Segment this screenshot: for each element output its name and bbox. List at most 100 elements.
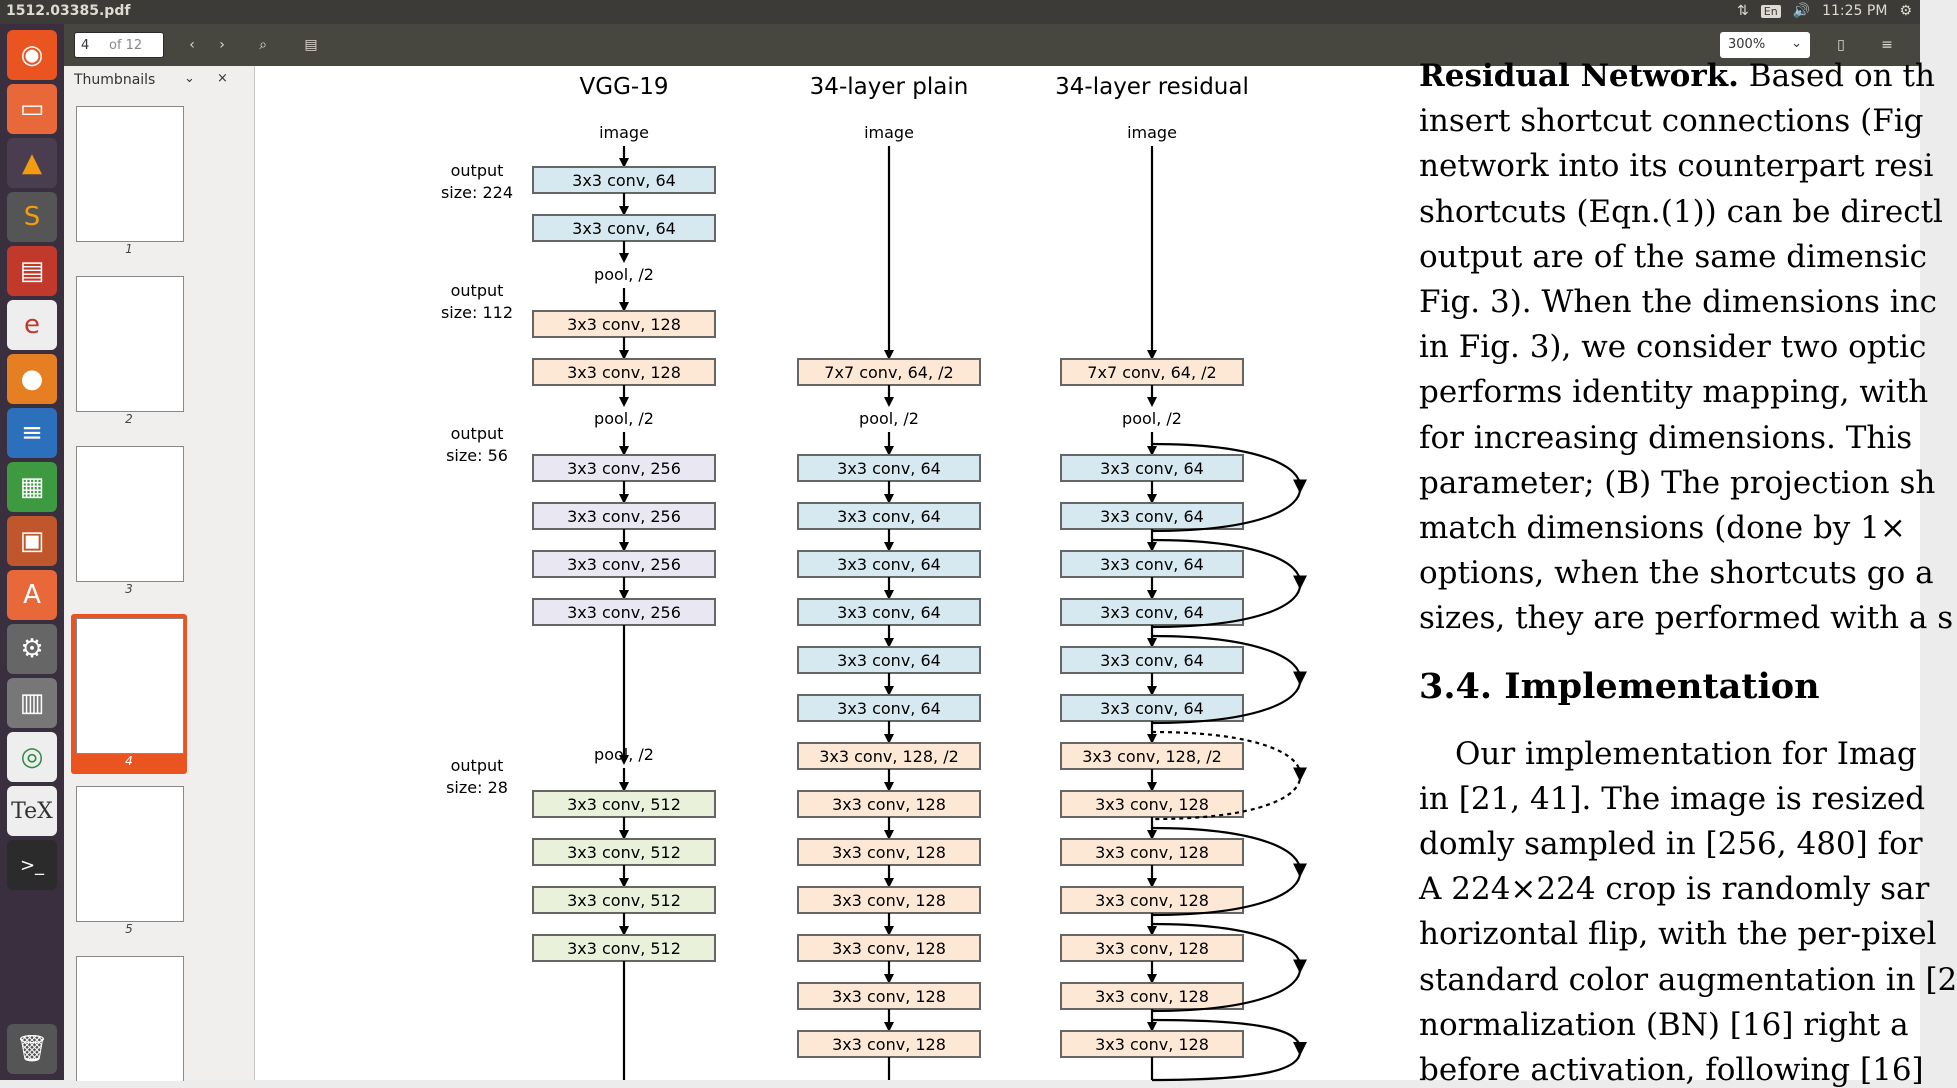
shortcut-arrowhead bbox=[1293, 479, 1307, 494]
layer-box bbox=[1060, 742, 1244, 770]
layer-label: 3x3 conv, 128 bbox=[1095, 795, 1209, 814]
page-thumbnail[interactable] bbox=[76, 276, 184, 412]
thumbnail-number: 2 bbox=[125, 412, 133, 426]
software-center-icon[interactable]: A bbox=[7, 570, 57, 620]
layer-box bbox=[797, 454, 981, 482]
text-line: in [21, 41]. The image is resized bbox=[1419, 780, 1926, 817]
page-thumbnail[interactable] bbox=[76, 106, 184, 242]
chevron-left-icon: ‹ bbox=[189, 37, 195, 53]
thumbnail-number: 5 bbox=[125, 922, 133, 936]
layer-label: 3x3 conv, 128 bbox=[1095, 891, 1209, 910]
vlc-icon[interactable]: ▲ bbox=[7, 138, 57, 188]
chevron-down-icon: ⌄ bbox=[1791, 36, 1802, 51]
document-viewer-icon[interactable]: e bbox=[7, 300, 57, 350]
layer-label: 3x3 conv, 64 bbox=[1100, 507, 1204, 526]
previous-page-button[interactable]: ‹ bbox=[178, 32, 206, 58]
layer-label: 3x3 conv, 256 bbox=[567, 603, 681, 622]
network-icon[interactable]: ⇅ bbox=[1737, 3, 1749, 19]
shortcut-arrowhead bbox=[1293, 1042, 1307, 1056]
tex-icon[interactable]: TeX bbox=[7, 786, 57, 836]
remote-desktop-icon[interactable]: ▤ bbox=[7, 246, 57, 296]
next-page-button[interactable]: › bbox=[208, 32, 236, 58]
image-label: image bbox=[864, 123, 914, 142]
layer-label: 3x3 conv, 128 bbox=[1095, 939, 1209, 958]
layer-box bbox=[532, 886, 716, 914]
thumbnails-sidebar: Thumbnails ⌄ × 1 2 3 4 5 bbox=[64, 66, 255, 1081]
page-thumbnail-selected[interactable] bbox=[76, 618, 184, 754]
clock[interactable]: 11:25 PM bbox=[1822, 3, 1888, 19]
trash-icon[interactable]: 🗑 bbox=[7, 1024, 57, 1074]
writer-icon[interactable]: ≡ bbox=[7, 408, 57, 458]
files-icon[interactable]: ▭ bbox=[7, 84, 57, 134]
keyboard-layout-indicator[interactable]: En bbox=[1760, 4, 1781, 18]
layer-box bbox=[532, 454, 716, 482]
calc-icon[interactable]: ▦ bbox=[7, 462, 57, 512]
layer-label: 3x3 conv, 128 bbox=[1095, 1035, 1209, 1054]
section-heading: 3.4. Implementation bbox=[1419, 665, 1820, 707]
shortcut-arrowhead bbox=[1293, 959, 1307, 974]
current-page[interactable]: 4 bbox=[81, 38, 90, 53]
system-top-bar: 1512.03385.pdf ⇅ En 🔊 11:25 PM ⚙ bbox=[0, 0, 1920, 24]
layer-label: 3x3 conv, 128 bbox=[832, 891, 946, 910]
search-button[interactable]: ⌕ bbox=[248, 32, 278, 58]
text-line: Our implementation for Imag bbox=[1455, 735, 1917, 772]
output-size-label: size: 224 bbox=[441, 183, 513, 202]
layer-box bbox=[1060, 358, 1244, 386]
layer-box bbox=[797, 982, 981, 1010]
page-layout-button[interactable]: ▯ bbox=[1826, 32, 1856, 58]
layer-box bbox=[797, 886, 981, 914]
sublime-text-icon[interactable]: S bbox=[7, 192, 57, 242]
layer-box bbox=[532, 214, 716, 242]
layer-label: 3x3 conv, 256 bbox=[567, 459, 681, 478]
layer-label: 3x3 conv, 128 bbox=[567, 315, 681, 334]
close-sidebar-icon[interactable]: × bbox=[217, 71, 228, 86]
text-line: domly sampled in [256, 480] for bbox=[1419, 826, 1923, 862]
page-thumbnail[interactable] bbox=[76, 446, 184, 582]
text-line: parameter; (B) The projection sh bbox=[1419, 464, 1936, 501]
launcher: ◉ ▭ ▲ S ▤ e ● ≡ ▦ ▣ A ⚙ ▥ ◎ TeX >_ 🗑 bbox=[0, 24, 64, 1080]
text-line: options, when the shortcuts go a bbox=[1419, 555, 1934, 592]
text-line: performs identity mapping, with bbox=[1419, 374, 1929, 411]
zoom-select[interactable]: 300% ⌄ bbox=[1720, 32, 1810, 58]
settings-icon[interactable]: ⚙ bbox=[1899, 3, 1912, 19]
output-size-label: output bbox=[451, 161, 504, 180]
text-line: shortcuts (Eqn.(1)) can be directl bbox=[1419, 193, 1943, 230]
sidebar-title[interactable]: Thumbnails bbox=[74, 72, 156, 88]
text-line: output are of the same dimensic bbox=[1419, 238, 1927, 275]
page-thumbnail[interactable] bbox=[76, 956, 184, 1081]
layer-box bbox=[797, 1030, 981, 1058]
terminal-icon[interactable]: >_ bbox=[7, 840, 57, 890]
page-thumbnail[interactable] bbox=[76, 786, 184, 922]
layer-label: 3x3 conv, 256 bbox=[567, 555, 681, 574]
output-size-label: size: 28 bbox=[446, 778, 508, 797]
output-size-label: size: 56 bbox=[446, 446, 508, 465]
layer-label: 3x3 conv, 64 bbox=[1100, 651, 1204, 670]
dash-icon[interactable]: ◉ bbox=[7, 30, 57, 80]
sidebar-dropdown-icon[interactable]: ⌄ bbox=[184, 71, 195, 86]
zoom-value: 300% bbox=[1728, 37, 1766, 52]
text-line: Fig. 3). When the dimensions inc bbox=[1419, 284, 1938, 320]
viewer-toolbar: 4 of 12 ‹ › ⌕ ▤ 300% ⌄ ▯ ≡ bbox=[64, 24, 1920, 66]
volume-icon[interactable]: 🔊 bbox=[1792, 3, 1811, 19]
layer-label: 3x3 conv, 256 bbox=[567, 507, 681, 526]
firefox-icon[interactable]: ● bbox=[7, 354, 57, 404]
shortcut-arrowhead bbox=[1293, 575, 1307, 590]
shortcut-arrowhead bbox=[1293, 863, 1307, 878]
layer-label: 3x3 conv, 128 bbox=[832, 843, 946, 862]
archive-icon[interactable]: ▥ bbox=[7, 678, 57, 728]
impress-icon[interactable]: ▣ bbox=[7, 516, 57, 566]
chrome-icon[interactable]: ◎ bbox=[7, 732, 57, 782]
text-line: for increasing dimensions. This bbox=[1419, 419, 1913, 456]
layer-box bbox=[797, 742, 981, 770]
document-icon: ▯ bbox=[1837, 37, 1845, 53]
page-number-field[interactable]: 4 of 12 bbox=[74, 32, 164, 58]
layer-label: 3x3 conv, 64 bbox=[837, 651, 941, 670]
layer-label: 3x3 conv, 64 bbox=[1100, 603, 1204, 622]
layer-box bbox=[797, 502, 981, 530]
menu-button[interactable]: ≡ bbox=[1872, 32, 1902, 58]
system-settings-icon[interactable]: ⚙ bbox=[7, 624, 57, 674]
layer-box bbox=[532, 502, 716, 530]
annotations-button[interactable]: ▤ bbox=[296, 32, 326, 58]
layer-label: 3x3 conv, 128 bbox=[832, 939, 946, 958]
